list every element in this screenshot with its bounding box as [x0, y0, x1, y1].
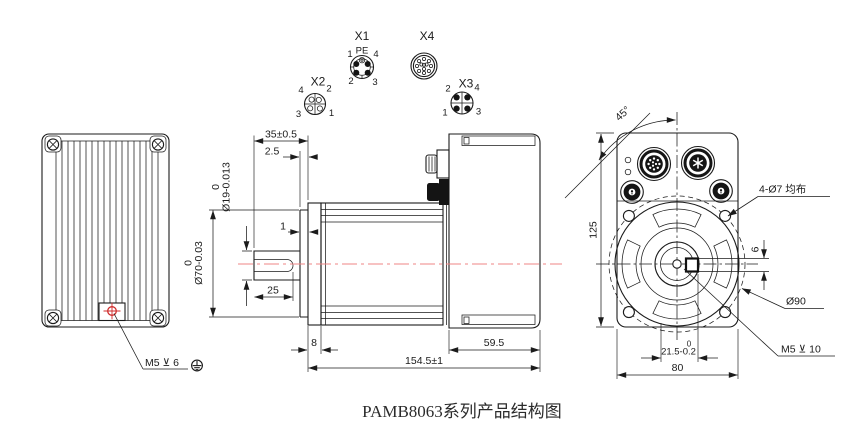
x2-pin2-label: 2 [326, 84, 331, 95]
x3-pin1-label: 1 [442, 108, 447, 119]
dim-width: 80 [672, 362, 684, 374]
dim-total-length: 154.5±1 [405, 355, 443, 367]
led-indicator [624, 156, 632, 164]
dim-key-flat-tol: 0 [687, 340, 692, 349]
dim-center-thread: M5 ⊻ 10 [781, 344, 821, 356]
side-dimensions: 35±0.5 2.5 0 Ø19-0.013 1 0 Ø70-0.03 25 [183, 129, 541, 372]
hub-circle [640, 227, 714, 301]
dim-pilot-height: 2.5 [265, 146, 280, 158]
panel-connector-power [680, 145, 716, 181]
connector-x2-diagram: X2 4 2 3 1 [296, 75, 334, 121]
dim-pilot-dia-tol: 0 [183, 260, 195, 266]
x3-pin2-label: 2 [445, 84, 450, 95]
cable-gland [425, 149, 450, 179]
center-thread-hole [672, 259, 682, 269]
bolt-circle [608, 195, 746, 333]
connector-x2-label: X2 [311, 75, 326, 89]
x1-pin3-label: 3 [372, 77, 377, 88]
dim-shaft-dia: Ø19-0.013 [221, 162, 233, 212]
dim-shaft-length: 35±0.5 [265, 129, 297, 141]
connector-x4-diagram: X4 [410, 29, 438, 80]
pinout-diagrams: X1 1 PE 4 2 3 X4 [296, 29, 481, 120]
x1-pin4-label: 4 [373, 49, 378, 60]
dim-shaft-dia-tol: 0 [210, 184, 222, 190]
dim-key-width: 6 [750, 246, 762, 252]
ground-icon [191, 359, 203, 372]
dim-key-flat: 21.5-0.2 [661, 347, 696, 358]
connector-x3-diagram: X3 2 4 1 3 [442, 77, 481, 119]
corner-screws [44, 135, 167, 327]
led-indicator [624, 168, 632, 176]
side-view: 35±0.5 2.5 0 Ø19-0.013 1 0 Ø70-0.03 25 [183, 129, 562, 372]
x1-pin2-label: 2 [348, 76, 353, 87]
rear-thread-hole [98, 302, 126, 322]
flange-cutouts [621, 208, 733, 320]
connector-x1-diagram: X1 1 PE 4 2 3 [347, 29, 378, 88]
side-connector [427, 179, 449, 205]
front-dimensions: 45° 125 4-Ø7 均布 6 Ø90 M5 ⊻ 10 [564, 104, 835, 379]
drawing-caption: PAMB8063系列产品结构图 [362, 402, 562, 421]
rear-view: M5 ⊻ 6 [41, 133, 203, 372]
dim-key-length: 25 [267, 285, 279, 297]
connector-panel [620, 145, 733, 204]
dim-pilot-dia: Ø70-0.03 [193, 241, 205, 285]
front-view: 45° 125 4-Ø7 均布 6 Ø90 M5 ⊻ 10 [564, 104, 835, 379]
dim-height: 125 [588, 221, 600, 239]
x1-pe-pin [358, 57, 366, 64]
x3-pin3-label: 3 [476, 107, 481, 118]
x2-pin3-label: 3 [296, 109, 301, 120]
shaft [253, 250, 300, 281]
connector-x3-label: X3 [459, 77, 474, 91]
keyway [684, 257, 700, 273]
dim-flange-thickness: 8 [311, 337, 317, 349]
x1-pe-label: PE [356, 46, 369, 57]
x3-pin4-label: 4 [474, 83, 479, 94]
rear-thread-label: M5 ⊻ 6 [145, 357, 179, 369]
connector-x1-label: X1 [355, 29, 370, 43]
shaft-keyway [254, 259, 294, 272]
x2-pin4-label: 4 [298, 85, 303, 96]
x2-pin1-label: 1 [329, 108, 334, 119]
panel-connector-multipin [636, 146, 672, 182]
panel-connector-small-left [620, 180, 644, 204]
flange-circle [614, 201, 740, 327]
x1-pin1-label: 1 [347, 49, 352, 60]
pilot-boss [299, 209, 308, 318]
dim-angle: 45° [613, 104, 633, 124]
heatsink-fins [55, 141, 159, 321]
dim-step: 1 [280, 221, 286, 233]
dim-mount-holes: 4-Ø7 均布 [759, 184, 806, 196]
panel-connector-small-right [709, 179, 733, 203]
connector-x4-label: X4 [420, 29, 435, 43]
dim-housing-length: 59.5 [484, 337, 505, 349]
drive-housing [448, 133, 541, 329]
dim-bolt-circle: Ø90 [786, 296, 806, 308]
